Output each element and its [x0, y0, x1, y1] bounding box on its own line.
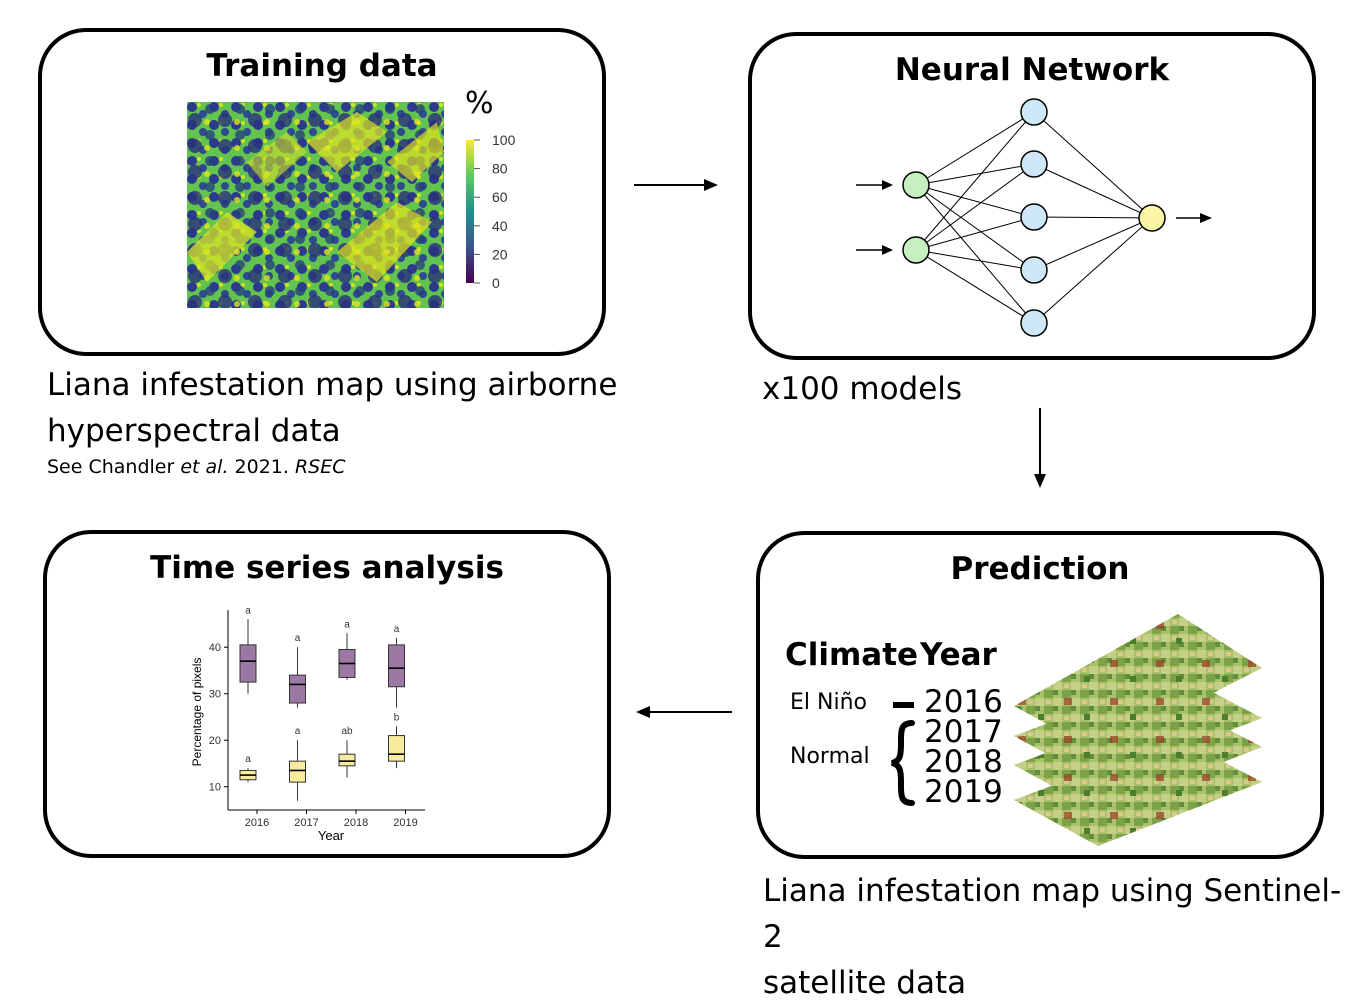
- legend-tick-40: 40: [492, 218, 508, 234]
- significance-letter: a: [344, 619, 350, 630]
- x-tick-label-2018: 2018: [344, 817, 368, 829]
- box-iqr: [338, 753, 356, 767]
- chart-ylabel: Percentage of pixels: [190, 658, 204, 767]
- prediction-caption: Liana infestation map using Sentinel-2 s…: [763, 868, 1360, 1006]
- hidden-node-2: [1020, 150, 1048, 178]
- y-tick-label-40: 40: [209, 642, 221, 654]
- y-tick-label-30: 30: [209, 689, 221, 701]
- input-arrows: [856, 180, 893, 255]
- ref-prefix: See Chandler: [47, 456, 181, 478]
- input-node-1: [902, 171, 930, 199]
- box-iqr: [289, 674, 306, 704]
- x-tick-label-2019: 2019: [393, 817, 417, 829]
- significance-letter: a: [295, 633, 301, 644]
- box-iqr: [388, 644, 405, 688]
- box-iqr: [388, 735, 405, 762]
- arrow-network-to-prediction: [1034, 408, 1046, 488]
- significance-letter: a: [295, 726, 301, 737]
- ref-year: 2021.: [228, 456, 295, 478]
- year-2016: 2016: [924, 684, 1003, 720]
- arrow-training-to-network: [634, 179, 718, 191]
- significance-letter: a: [245, 605, 251, 616]
- network-caption: x100 models: [762, 371, 963, 407]
- ref-etal: et al.: [180, 456, 229, 478]
- legend-tick-60: 60: [492, 189, 508, 205]
- year-2017: 2017: [924, 714, 1003, 750]
- legend-unit: %: [465, 86, 494, 121]
- significance-letter: a: [394, 624, 400, 635]
- hidden-node-3: [1020, 203, 1048, 231]
- y-tick-label-20: 20: [209, 735, 221, 747]
- col-header-year: Year: [920, 637, 997, 673]
- dash-icon: [893, 702, 914, 708]
- box-series2-2016: a: [239, 754, 257, 783]
- training-caption-line1: Liana infestation map using airborne: [47, 367, 618, 403]
- box-iqr: [289, 760, 306, 783]
- prediction-map-stack: [1014, 614, 1262, 846]
- prediction-caption-line1: Liana infestation map using Sentinel-2: [763, 873, 1342, 955]
- input-node-2: [902, 236, 930, 264]
- output-node: [1138, 204, 1166, 232]
- training-heatmap: [187, 102, 444, 308]
- neural-network-diagram: [856, 98, 1212, 337]
- significance-letter: ab: [341, 726, 353, 737]
- box-series1-2016: a: [239, 605, 257, 694]
- timeseries-title: Time series analysis: [150, 550, 504, 586]
- box-series2-2018: ab: [338, 726, 356, 778]
- legend-tick-100: 100: [492, 132, 516, 148]
- neural-network-title: Neural Network: [894, 52, 1170, 88]
- box-series1-2017: a: [289, 633, 306, 708]
- prediction-title: Prediction: [950, 551, 1130, 587]
- prediction-caption-line2: satellite data: [763, 965, 967, 1001]
- map-layer-2016: [1014, 614, 1262, 752]
- climate-normal: Normal: [790, 744, 870, 769]
- x-tick-label-2017: 2017: [294, 817, 318, 829]
- significance-letter: b: [394, 712, 400, 723]
- training-reference: See Chandler et al. 2021. RSEC: [47, 455, 346, 479]
- chart-xlabel: Year: [318, 828, 345, 843]
- legend-tick-0: 0: [492, 275, 500, 291]
- col-header-climate: Climate: [785, 637, 919, 673]
- arrow-prediction-to-timeseries: [636, 706, 732, 718]
- climate-elnino: El Niño: [790, 690, 867, 715]
- x-tick-label-2016: 2016: [245, 817, 269, 829]
- hidden-node-1: [1020, 98, 1048, 126]
- legend-colorbar: 100 80 60 40 20 0: [466, 132, 516, 291]
- training-caption: Liana infestation map using airborne hyp…: [47, 362, 617, 454]
- box-iqr: [239, 644, 257, 683]
- output-arrow: [1176, 213, 1212, 223]
- box-series2-2017: a: [289, 726, 306, 801]
- y-tick-label-10: 10: [209, 782, 221, 794]
- significance-letter: a: [245, 754, 251, 765]
- box-series1-2019: a: [388, 624, 405, 708]
- training-data-title: Training data: [206, 48, 438, 84]
- timeseries-box: Time series analysis: [43, 530, 611, 858]
- legend-tick-20: 20: [492, 246, 508, 262]
- neural-network-box: Neural Network: [748, 32, 1316, 360]
- box-series2-2019: b: [388, 712, 405, 769]
- year-2019: 2019: [924, 774, 1003, 810]
- hidden-node-4: [1020, 256, 1048, 284]
- ref-journal: RSEC: [294, 456, 346, 478]
- box-series1-2018: a: [338, 619, 356, 680]
- training-caption-line2: hyperspectral data: [47, 413, 341, 449]
- curly-brace-icon: [891, 720, 915, 806]
- year-2018: 2018: [924, 744, 1003, 780]
- hidden-node-5: [1020, 309, 1048, 337]
- legend-tick-80: 80: [492, 161, 508, 177]
